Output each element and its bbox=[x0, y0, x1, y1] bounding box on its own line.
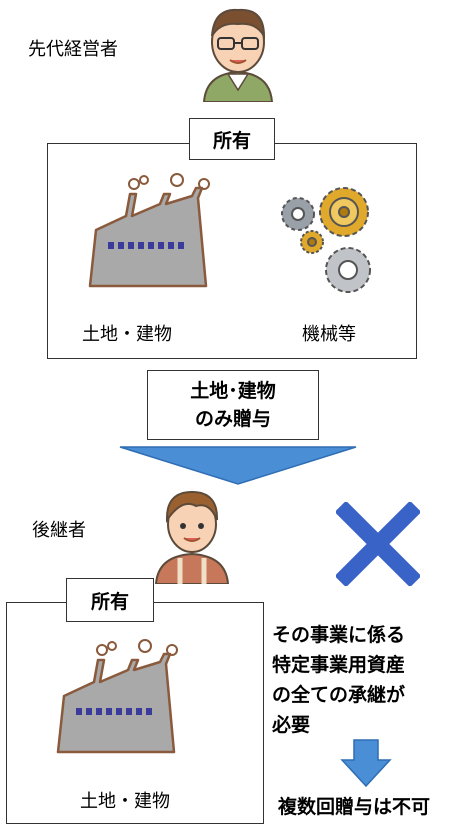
gift-box: 土地･建物 のみ贈与 bbox=[147, 370, 319, 440]
down-arrow-icon bbox=[119, 446, 357, 485]
bottom-asset-land-label: 土地・建物 bbox=[80, 791, 170, 812]
requirement-line-2: 特定事業用資産 bbox=[272, 654, 406, 676]
conclusion-text: 複数回贈与は不可 bbox=[278, 796, 431, 818]
factory-icon bbox=[88, 173, 210, 288]
top-asset-machine-label: 機械等 bbox=[302, 324, 356, 345]
factory-icon bbox=[56, 639, 178, 754]
cross-mark-icon bbox=[336, 502, 420, 586]
top-ownership-tag: 所有 bbox=[189, 118, 275, 160]
predecessor-avatar-icon bbox=[202, 8, 274, 102]
successor-label: 後継者 bbox=[32, 520, 86, 541]
successor-avatar-icon bbox=[154, 490, 230, 584]
requirement-line-1: その事業に係る bbox=[272, 624, 406, 646]
predecessor-label: 先代経営者 bbox=[28, 39, 118, 60]
requirement-line-4: 必要 bbox=[272, 714, 311, 736]
small-down-arrow-icon bbox=[340, 739, 392, 788]
gift-line-2: のみ贈与 bbox=[194, 408, 271, 430]
gift-line-1: 土地･建物 bbox=[190, 380, 276, 402]
bottom-ownership-box bbox=[6, 602, 264, 824]
requirement-line-3: の全ての承継が bbox=[272, 684, 406, 706]
top-asset-land-label: 土地・建物 bbox=[82, 324, 172, 345]
bottom-ownership-tag: 所有 bbox=[66, 578, 154, 622]
requirement-text: その事業に係る 特定事業用資産 の全ての承継が 必要 bbox=[272, 620, 458, 740]
gears-icon bbox=[281, 187, 371, 293]
